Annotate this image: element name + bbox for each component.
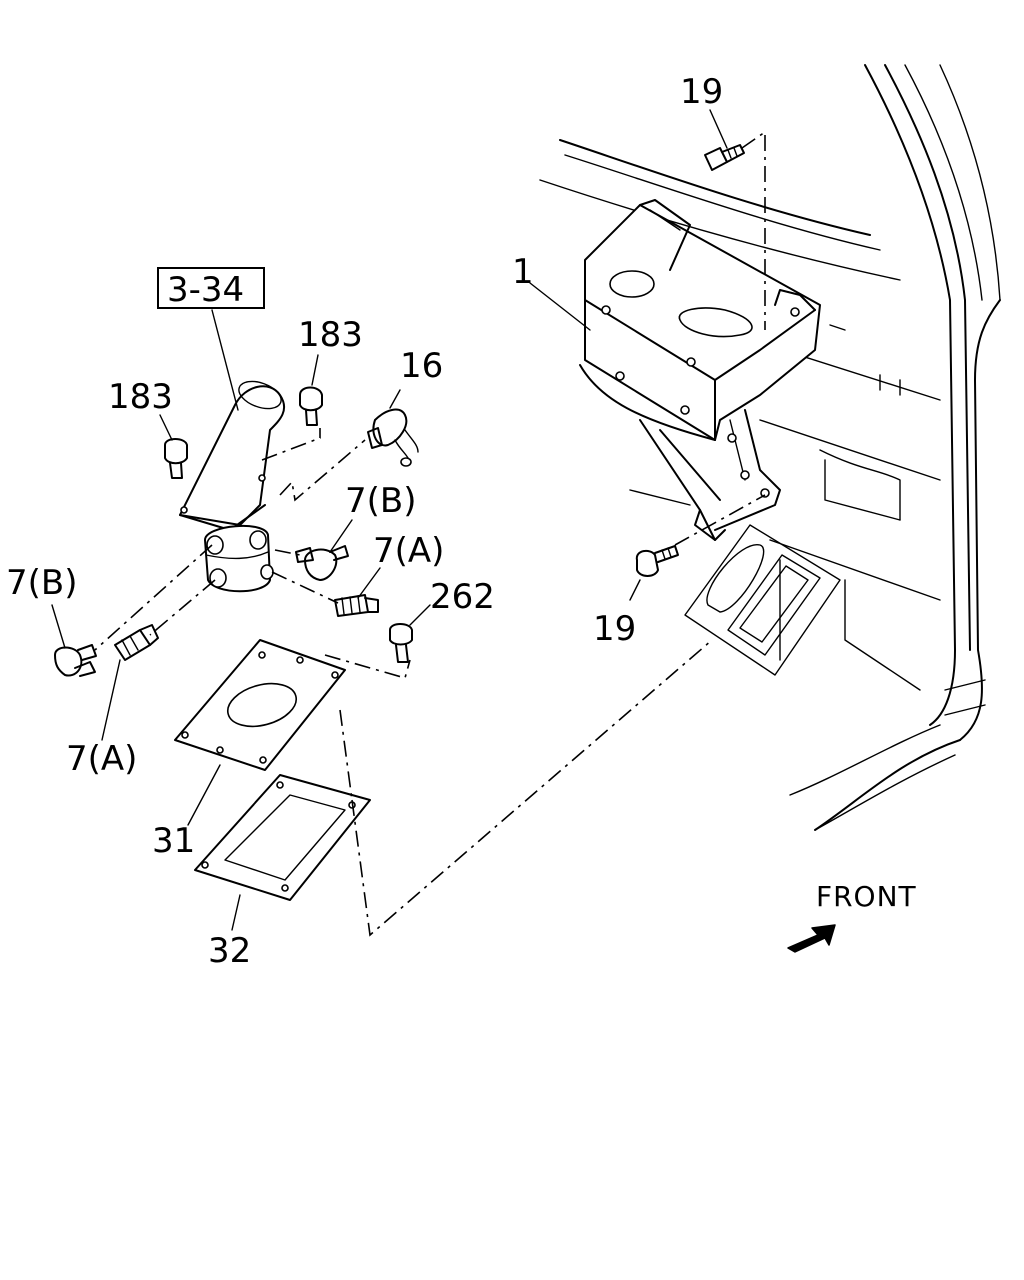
bolt-183-right bbox=[299, 386, 323, 426]
elbow-fitting-7b-right bbox=[295, 545, 349, 581]
bolt-262 bbox=[389, 623, 413, 663]
label-1: 1 bbox=[512, 252, 534, 292]
bolt-19-bottom bbox=[635, 545, 679, 577]
label-31: 31 bbox=[152, 821, 195, 861]
label-7b-right: 7(B) bbox=[345, 481, 417, 521]
bracket-part-1 bbox=[579, 199, 821, 541]
label-19-top: 19 bbox=[680, 72, 723, 112]
elbow-fitting-7b-left bbox=[54, 644, 97, 677]
plate-part-31 bbox=[174, 639, 346, 771]
sensor-part-16 bbox=[367, 408, 419, 467]
gasket-part-32 bbox=[194, 774, 371, 901]
nipple-fitting-7a-left bbox=[114, 624, 159, 661]
label-7a-right: 7(A) bbox=[373, 531, 444, 571]
ref-box-frame bbox=[157, 267, 265, 309]
front-direction-arrow-icon bbox=[787, 924, 836, 953]
leader-lines bbox=[51, 109, 728, 931]
label-262: 262 bbox=[430, 577, 495, 617]
pipe-assembly-3-34 bbox=[179, 380, 286, 593]
ref-box-label: 3-34 bbox=[167, 270, 244, 310]
label-183-left: 183 bbox=[108, 377, 173, 417]
bolt-183-left bbox=[164, 438, 188, 479]
label-7a-left: 7(A) bbox=[66, 739, 137, 779]
nipple-fitting-7a-right bbox=[334, 594, 379, 617]
vehicle-body-panel bbox=[539, 64, 1001, 831]
bolt-19-top bbox=[704, 144, 745, 171]
front-label: FRONT bbox=[816, 880, 917, 913]
part-labels: 19 1 19 3-34 183 183 16 7(B) 7(A) 262 7(… bbox=[6, 72, 917, 971]
label-7b-left: 7(B) bbox=[6, 563, 78, 603]
label-19-bottom: 19 bbox=[593, 609, 636, 649]
label-183-right: 183 bbox=[298, 315, 363, 355]
assembly-lines bbox=[94, 130, 766, 937]
label-32: 32 bbox=[208, 931, 251, 971]
label-16: 16 bbox=[400, 346, 443, 386]
